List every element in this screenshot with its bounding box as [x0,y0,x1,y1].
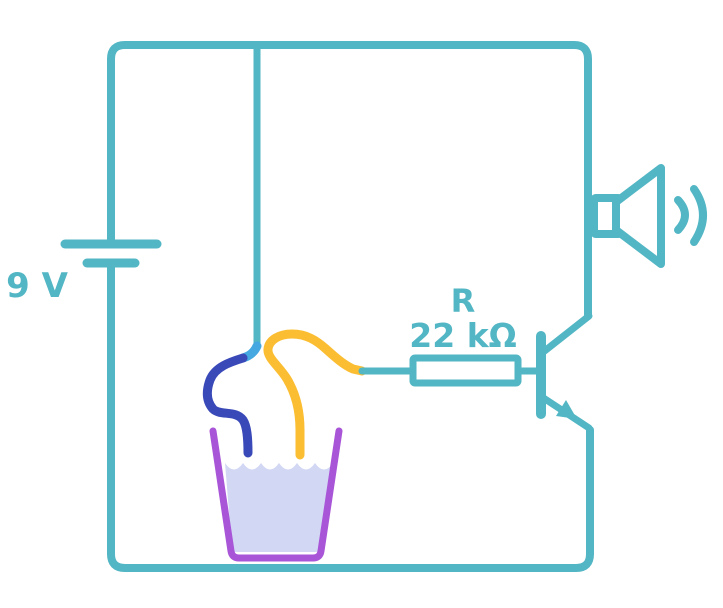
base-resistor [358,354,542,387]
sound-wave-small [674,196,689,234]
resistor-value-label: 22 kΩ [409,316,516,355]
sound-wave-large [690,185,707,246]
resistor-body [409,354,522,387]
speaker-horn [612,164,665,268]
battery-icon [60,239,162,268]
npn-transistor-icon [536,312,593,432]
blue-probe-wire [202,353,253,458]
circuit-frame-bottom [107,262,594,572]
resistor-name-label: R [451,282,476,320]
speaker-icon [590,164,707,268]
circuit-frame-top [107,41,592,320]
water-fill [225,463,333,552]
cup-outline [209,427,343,562]
cup-of-water [209,427,343,562]
transistor-collector [538,312,593,357]
transistor-emitter-arrow [556,400,577,419]
yellow-probe-wire [263,329,367,460]
battery-voltage-label: 9 V [6,266,68,306]
